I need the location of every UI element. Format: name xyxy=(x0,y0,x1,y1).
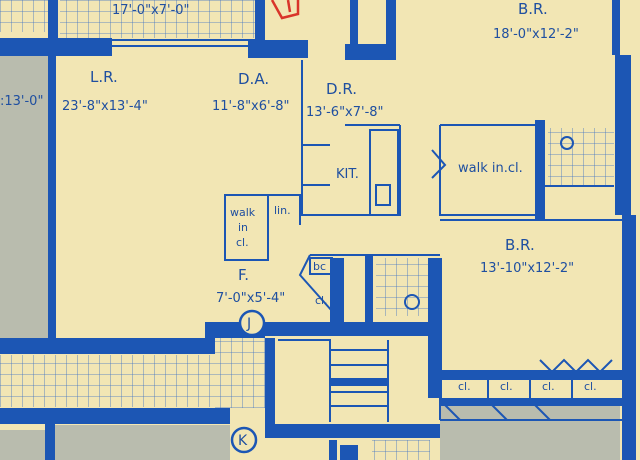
walk-in-cl-left-line2: in xyxy=(238,221,248,234)
left-room-shade xyxy=(0,55,52,340)
foyer-name: F. xyxy=(238,266,249,284)
bath-tiles-right xyxy=(548,128,614,186)
bottom-right-shade xyxy=(440,400,620,460)
left-bottom-shade xyxy=(0,430,45,460)
foyer-dims: 7'-0"x5'-4" xyxy=(216,291,285,306)
bath-tiles-mid xyxy=(376,258,434,316)
da-name: D.A. xyxy=(238,70,269,88)
marker-j-label: J xyxy=(246,316,251,332)
foyer-closet-label: cl. xyxy=(315,294,328,307)
corridor-tiles-right xyxy=(215,338,267,408)
walk-in-cl-right: walk in.cl. xyxy=(458,161,523,176)
br-top-name: B.R. xyxy=(518,0,548,18)
marker-k-label: K xyxy=(238,433,248,449)
da-dims: 11'-8"x6'-8" xyxy=(212,99,290,114)
kit-name: KIT. xyxy=(336,167,359,182)
marker-k: K xyxy=(230,426,258,454)
walk-in-cl-left-line1: walk xyxy=(230,206,256,219)
br-mid-name: B.R. xyxy=(505,236,535,254)
br-mid-dims: 13'-10"x12'-2" xyxy=(480,261,574,276)
bath-tiles-bottom xyxy=(372,440,430,460)
closet-bottom-4: cl. xyxy=(584,380,597,393)
thin-lines xyxy=(58,39,622,422)
closet-bottom-2: cl. xyxy=(500,380,513,393)
terrace-dims: 17'-0"x7'-0" xyxy=(112,3,190,18)
bc-label: bc xyxy=(313,260,326,273)
left-room-dims: :13'-0" xyxy=(0,94,43,109)
terrace-tiles xyxy=(0,0,48,32)
lr-name: L.R. xyxy=(90,68,118,86)
terrace-tiles-main xyxy=(60,0,255,38)
red-annotation xyxy=(270,0,300,20)
br-top-dims: 18'-0"x12'-2" xyxy=(493,27,579,42)
closet-bottom-3: cl. xyxy=(542,380,555,393)
marker-j: J xyxy=(238,309,266,337)
dr-dims: 13'-6"x7'-8" xyxy=(306,105,384,120)
walk-in-cl-left-line3: cl. xyxy=(236,236,249,249)
lr-dims: 23'-8"x13'-4" xyxy=(62,99,148,114)
corridor-tiles xyxy=(0,355,215,407)
bottom-center-shade xyxy=(55,425,230,460)
closet-bottom-1: cl. xyxy=(458,380,471,393)
dr-name: D.R. xyxy=(326,80,357,98)
lin-label: lin. xyxy=(274,204,291,217)
